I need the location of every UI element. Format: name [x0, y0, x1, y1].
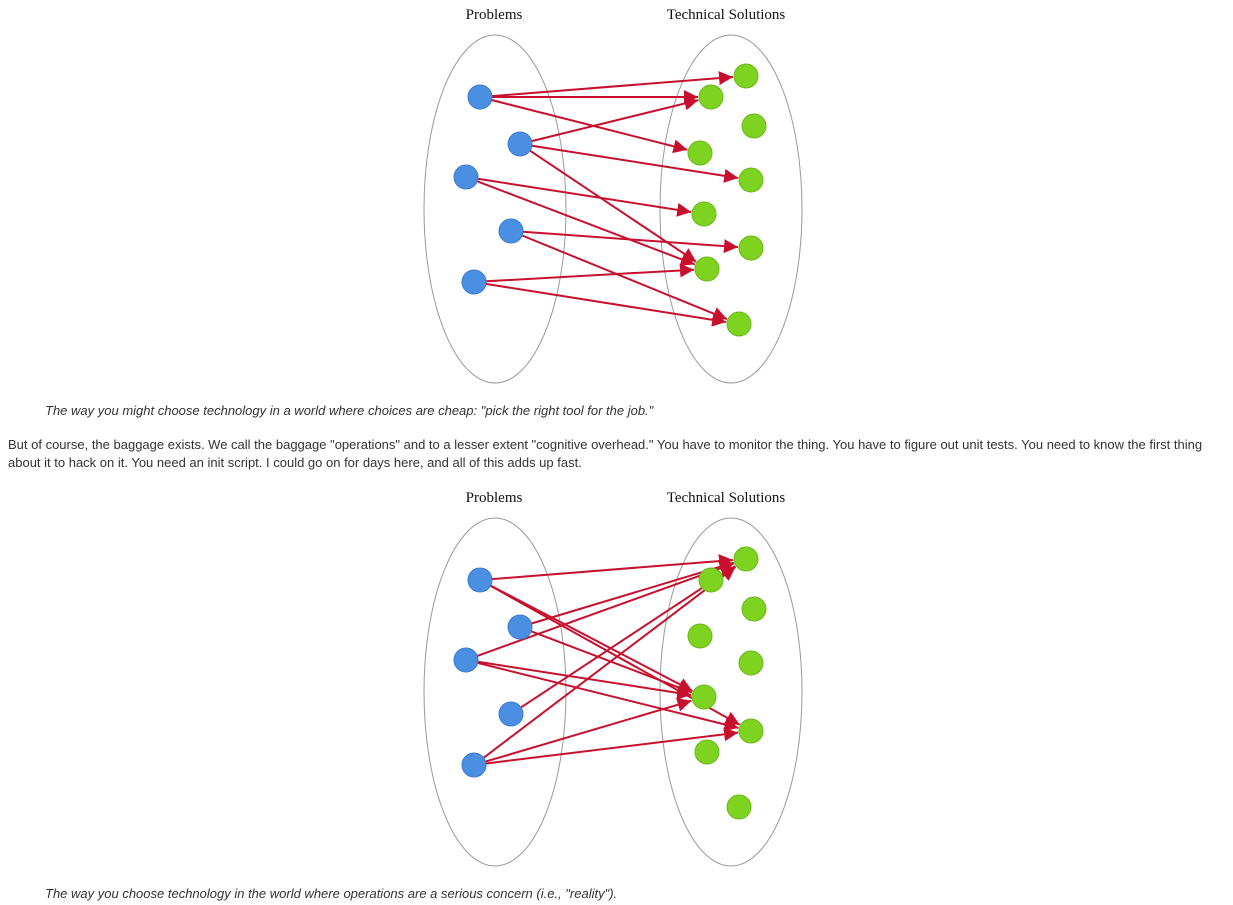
problem-node-1 [507, 131, 533, 157]
arrow-problem-3-to-solution-0 [520, 565, 736, 709]
solutions-set-title: Technical Solutions [667, 7, 786, 23]
arrow-problem-2-to-solution-7 [476, 180, 696, 266]
problems-solutions-diagram-cheap: Problems Technical Solutions [423, 7, 803, 384]
problems-set-ellipse [423, 517, 567, 867]
arrow-problem-4-to-solution-0 [482, 566, 737, 759]
figure-caption-2: The way you choose technology in the wor… [45, 886, 618, 901]
solution-node-3 [687, 140, 713, 166]
problem-node-4 [461, 269, 487, 295]
problem-node-0 [467, 567, 493, 593]
arrow-problem-0-to-solution-0 [491, 554, 734, 581]
problem-node-2 [453, 647, 479, 673]
node-group [453, 546, 767, 820]
solution-node-8 [726, 311, 752, 337]
solution-node-6 [738, 718, 764, 744]
arrow-problem-1-to-solution-0 [531, 560, 734, 625]
arrow-problem-0-to-solution-3 [491, 99, 688, 154]
arrow-problem-0-to-solution-0 [491, 71, 734, 98]
arrow-problem-4-to-solution-6 [485, 727, 739, 765]
arrow-problem-1-to-solution-1 [531, 96, 699, 143]
arrow-problem-2-to-solution-0 [476, 561, 735, 657]
solution-node-7 [694, 256, 720, 282]
arrow-problem-4-to-solution-8 [485, 282, 727, 327]
solution-node-1 [698, 567, 724, 593]
solution-node-6 [738, 235, 764, 261]
problems-set-title: Problems [466, 490, 523, 506]
arrow-problem-1-to-solution-7 [529, 149, 697, 263]
problem-node-2 [453, 164, 479, 190]
arrow-problem-1-to-solution-4 [531, 144, 739, 183]
edge-group [476, 554, 741, 765]
solution-node-4 [738, 167, 764, 193]
figure-caption-1: The way you might choose technology in a… [45, 403, 654, 418]
solution-node-7 [694, 739, 720, 765]
edge-group [476, 71, 739, 327]
solution-node-8 [726, 794, 752, 820]
problems-set-ellipse [423, 34, 567, 384]
node-group [453, 63, 767, 337]
arrow-problem-4-to-solution-7 [485, 263, 695, 283]
solution-node-0 [733, 546, 759, 572]
arrow-problem-4-to-solution-5 [485, 697, 692, 763]
solution-node-1 [698, 84, 724, 110]
body-paragraph: But of course, the baggage exists. We ca… [8, 437, 1203, 470]
solution-node-3 [687, 623, 713, 649]
arrow-problem-2-to-solution-5 [477, 660, 692, 700]
arrow-problem-3-to-solution-8 [521, 234, 728, 321]
arrow-problem-0-to-solution-5 [490, 584, 693, 692]
solution-node-0 [733, 63, 759, 89]
problem-node-0 [467, 84, 493, 110]
solutions-set-ellipse [659, 517, 803, 867]
solution-node-2 [741, 113, 767, 139]
problems-set-title: Problems [466, 7, 523, 23]
problem-node-4 [461, 752, 487, 778]
solution-node-5 [691, 684, 717, 710]
problems-solutions-diagram-operations: Problems Technical Solutions [423, 490, 803, 867]
arrow-problem-2-to-solution-5 [477, 177, 692, 217]
problem-node-3 [498, 701, 524, 727]
solutions-set-ellipse [659, 34, 803, 384]
problem-node-3 [498, 218, 524, 244]
problem-node-1 [507, 614, 533, 640]
arrow-problem-3-to-solution-6 [522, 230, 739, 254]
solution-node-2 [741, 596, 767, 622]
solution-node-5 [691, 201, 717, 227]
arrow-problem-2-to-solution-6 [477, 661, 739, 732]
solutions-set-title: Technical Solutions [667, 490, 786, 506]
solution-node-4 [738, 650, 764, 676]
